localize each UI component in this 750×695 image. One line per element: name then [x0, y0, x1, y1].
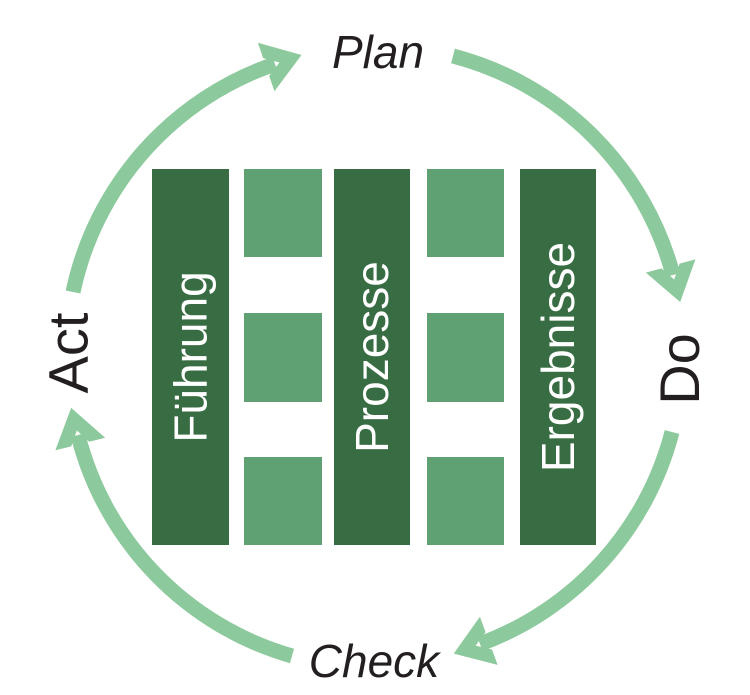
cycle-label-do-text: Do: [648, 333, 711, 405]
cycle-label-plan: Plan: [331, 26, 425, 78]
pillar-ergebnisse-label: Ergebnisse: [532, 241, 585, 473]
cycle-label-act: Act: [8, 293, 128, 413]
pillar-prozesse-label: Prozesse: [346, 261, 398, 453]
connector-square: [427, 169, 504, 257]
pillar-fuehrung-label: Führung: [164, 271, 217, 443]
connector-square: [427, 313, 504, 402]
arc-act-to-plan: [65, 42, 302, 294]
arc-check-to-act: [55, 407, 295, 664]
cycle-label-do: Do: [620, 309, 740, 429]
connector-square: [244, 457, 322, 545]
arc-plan-to-do: [451, 48, 696, 303]
cycle-label-act-text: Act: [35, 312, 99, 394]
pillar-ergebnisse: Ergebnisse: [520, 169, 596, 545]
efqm-model: Führung Prozesse Ergebnisse: [152, 169, 596, 545]
cycle-label-check: Check: [308, 635, 440, 687]
connector-square: [427, 457, 504, 545]
connector-square: [244, 313, 322, 402]
pillar-prozesse: Prozesse: [334, 169, 410, 545]
arc-do-to-check: [453, 430, 680, 665]
pillar-fuehrung: Führung: [152, 169, 229, 545]
connector-square: [244, 169, 322, 257]
